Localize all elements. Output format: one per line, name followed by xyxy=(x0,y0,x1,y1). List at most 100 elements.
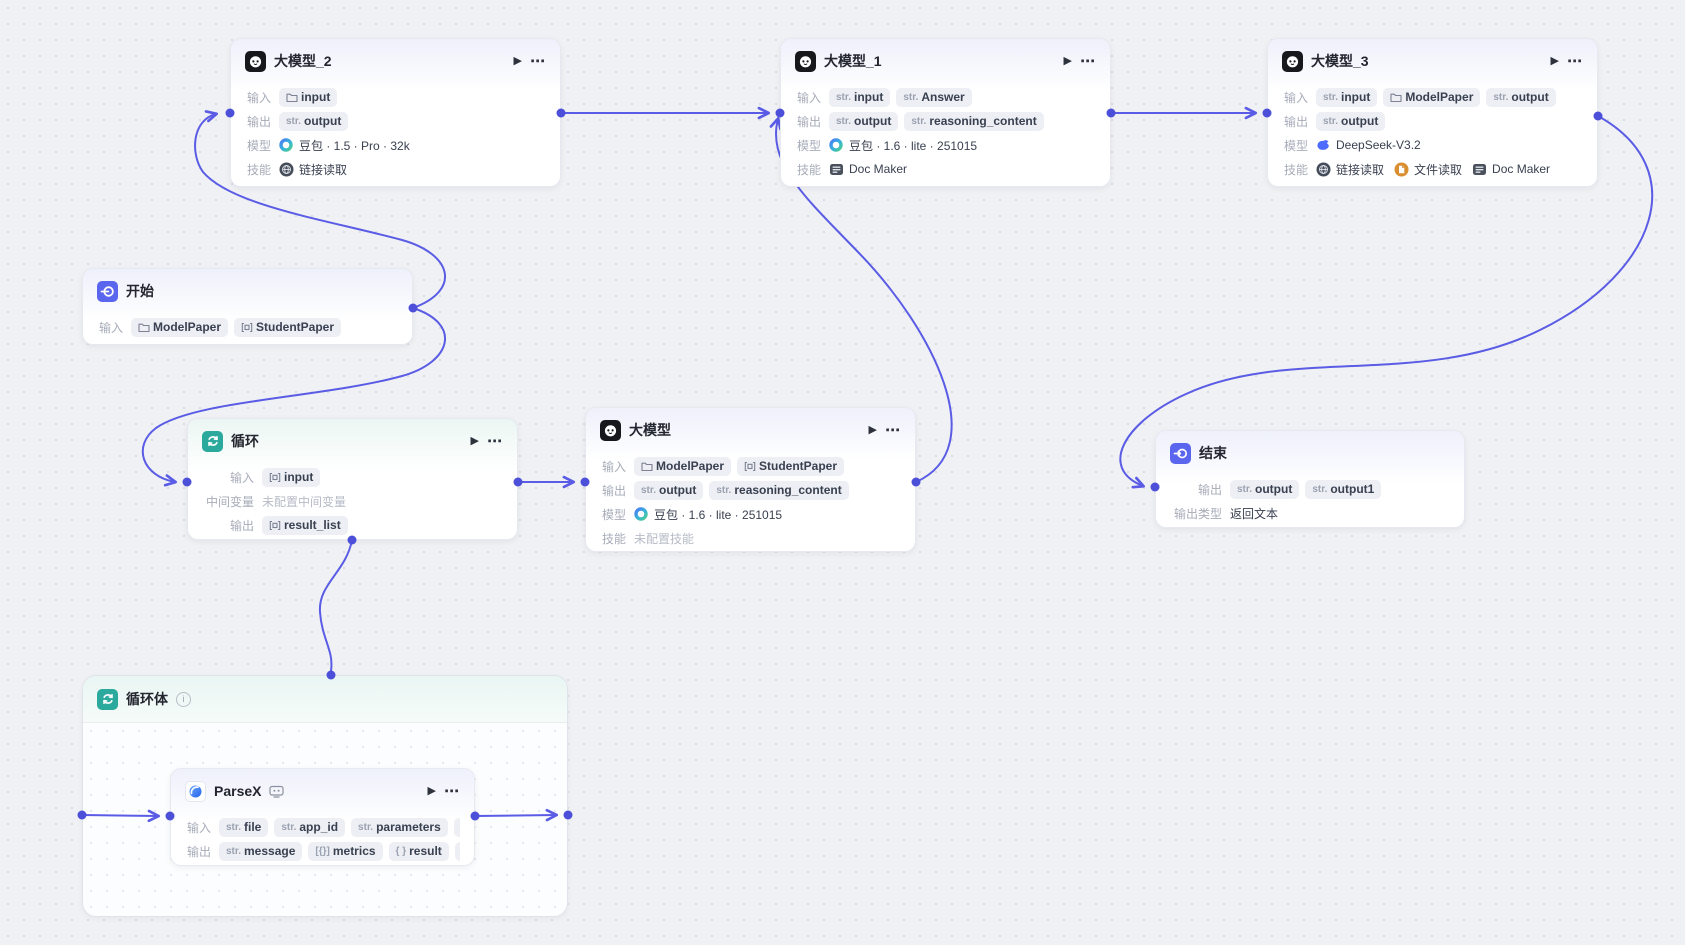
param-name: output xyxy=(659,483,697,497)
param-name: input xyxy=(284,470,314,484)
doubao-model-icon xyxy=(829,138,843,152)
node-start[interactable]: 开始 输入 ModelPaper StudentPaper xyxy=(82,268,413,345)
row-input: 输入 ModelPaper StudentPaper xyxy=(600,454,901,478)
more-button[interactable]: ⋯ xyxy=(885,421,901,439)
string-type-icon: str. xyxy=(1323,115,1339,127)
string-type-icon: str. xyxy=(1237,483,1253,495)
more-button[interactable]: ⋯ xyxy=(1567,52,1583,70)
plugin-badge-icon xyxy=(269,785,285,798)
node-llm1[interactable]: 大模型_1 ▶ ⋯ 输入 str.input str.Answer 输出 str… xyxy=(780,38,1111,187)
param-chip: str.reasoning_content xyxy=(904,111,1044,131)
skill-name: 链接读取 xyxy=(1336,162,1385,177)
param-chip: str.message xyxy=(219,841,303,861)
row-skills: 技能 Doc Maker xyxy=(795,157,1096,181)
run-button[interactable]: ▶ xyxy=(470,434,479,447)
param-name: message xyxy=(244,844,296,858)
folder-icon xyxy=(286,93,298,102)
node-title: 循环 xyxy=(231,433,259,449)
param-chip: ModelPaper xyxy=(131,317,229,337)
row-output: 输出 str.message [{}]metrics { }result str… xyxy=(185,839,460,863)
param-name: ModelPaper xyxy=(1405,90,1474,104)
link-reader-icon xyxy=(1316,162,1331,176)
row-label: 技能 xyxy=(1283,162,1308,177)
param-name: result xyxy=(409,844,442,858)
param-chip: { }result xyxy=(388,841,449,861)
param-chip: str.output xyxy=(634,480,704,500)
node-llm2[interactable]: 大模型_2 ▶ ⋯ 输入 input 输出 str.output 模型 豆包 ·… xyxy=(230,38,561,187)
param-name: app_id xyxy=(299,820,339,834)
param-name: output xyxy=(304,114,342,128)
row-label: 输入 xyxy=(601,459,626,474)
more-button[interactable]: ⋯ xyxy=(1080,52,1096,70)
more-button[interactable]: ⋯ xyxy=(444,782,460,800)
node-llm3[interactable]: 大模型_3 ▶ ⋯ 输入 str.input ModelPaper str.ou… xyxy=(1267,38,1598,187)
param-chip: str.reasoning_content xyxy=(709,480,849,500)
param-chip: ModelPaper xyxy=(634,456,732,476)
row-label: 输入 xyxy=(186,820,211,835)
array-icon xyxy=(269,472,281,482)
empty-value: 未配置技能 xyxy=(634,531,695,546)
array-icon xyxy=(744,461,756,471)
row-label: 输入 xyxy=(1283,90,1308,105)
string-type-icon: str. xyxy=(281,821,297,833)
row-label: 输出 xyxy=(1197,482,1222,497)
run-button[interactable]: ▶ xyxy=(868,423,877,436)
string-type-icon: str. xyxy=(641,484,657,496)
node-loop[interactable]: 循环 ▶ ⋯ 输入 input 中间变量 未配置中间变量 输出 result_l… xyxy=(187,418,518,540)
param-chip: str.output1 xyxy=(1305,479,1382,499)
skill-name: 链接读取 xyxy=(299,162,348,177)
run-button[interactable]: ▶ xyxy=(1063,54,1072,67)
node-title: 结束 xyxy=(1199,445,1227,461)
skill-item: Doc Maker xyxy=(1472,162,1550,177)
param-name: output xyxy=(1511,90,1549,104)
run-button[interactable]: ▶ xyxy=(513,54,522,67)
param-name: StudentPaper xyxy=(759,459,838,473)
row-label: 输出类型 xyxy=(1173,506,1222,521)
string-type-icon: str. xyxy=(358,821,374,833)
row-model: 模型 豆包 · 1.6 · lite · 251015 xyxy=(795,133,1096,157)
param-chip: str.input xyxy=(1316,87,1378,107)
param-chip: [{}]metrics xyxy=(308,841,383,861)
param-name: metrics xyxy=(332,844,376,858)
model-name: DeepSeek-V3.2 xyxy=(1336,138,1421,152)
param-name: output xyxy=(1341,114,1379,128)
model-name: 豆包 · 1.5 · Pro · 32k xyxy=(299,138,410,153)
info-icon[interactable]: i xyxy=(176,691,191,707)
output-type-value: 返回文本 xyxy=(1230,506,1279,521)
more-button[interactable]: ⋯ xyxy=(530,52,546,70)
edge-loop-to-loopbody[interactable] xyxy=(318,539,353,672)
string-type-icon: str. xyxy=(1312,483,1328,495)
node-title: ParseX xyxy=(214,783,262,799)
param-name: input xyxy=(301,90,331,104)
param-name: parameters xyxy=(376,820,441,834)
node-parsex[interactable]: ParseX ▶ ⋯ 输入 str.file str.app_id str.pa… xyxy=(170,768,475,866)
run-button[interactable]: ▶ xyxy=(1550,54,1559,67)
param-chip: str.output xyxy=(1230,479,1300,499)
row-label: 输出 xyxy=(1283,114,1308,129)
row-label: 输出 xyxy=(796,114,821,129)
row-label: 技能 xyxy=(796,162,821,177)
row-label: 输入 xyxy=(246,90,271,105)
param-name: input xyxy=(854,90,884,104)
param-name: file xyxy=(244,820,262,834)
skill-name: Doc Maker xyxy=(849,162,908,176)
string-type-icon: str. xyxy=(1323,91,1339,103)
doc-maker-icon xyxy=(830,163,843,175)
llm-icon xyxy=(245,50,266,72)
more-button[interactable]: ⋯ xyxy=(487,432,503,450)
param-name: reasoning_content xyxy=(734,483,842,497)
row-model: 模型 豆包 · 1.6 · lite · 251015 xyxy=(600,502,901,526)
param-name: output xyxy=(1255,482,1293,496)
node-end[interactable]: 结束 输出 str.output str.output1 输出类型 返回文本 xyxy=(1155,430,1465,528)
param-name: Answer xyxy=(921,90,965,104)
row-input: 输入 str.input str.Answer xyxy=(795,85,1096,109)
run-button[interactable]: ▶ xyxy=(427,784,436,797)
skill-name: 文件读取 xyxy=(1414,162,1463,177)
row-output: 输出 str.output str.reasoning_content xyxy=(600,478,901,502)
loop-body-node[interactable]: 循环体 i xyxy=(82,675,568,917)
param-chip: StudentPaper xyxy=(737,456,845,476)
param-name: reasoning_content xyxy=(929,114,1037,128)
node-llm[interactable]: 大模型 ▶ ⋯ 输入 ModelPaper StudentPaper 输出 st… xyxy=(585,407,916,552)
row-label: 技能 xyxy=(246,162,271,177)
